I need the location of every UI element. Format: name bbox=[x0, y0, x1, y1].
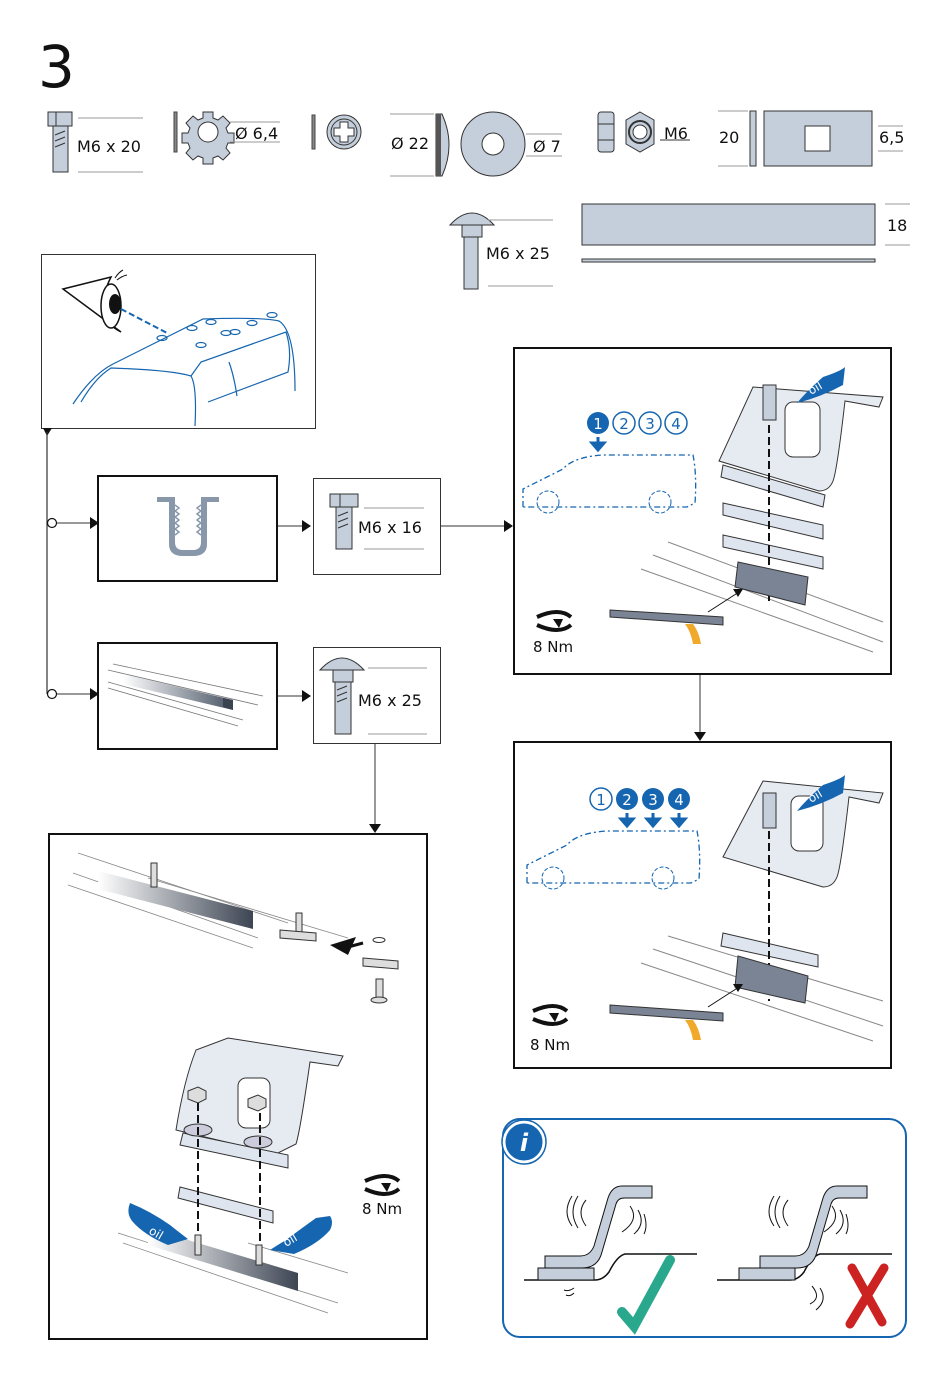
pos-3: 3 bbox=[645, 415, 655, 433]
torque-label-front: 8 Nm bbox=[533, 638, 573, 656]
torque-icon bbox=[533, 1006, 567, 1024]
pos-4: 4 bbox=[674, 791, 684, 809]
position-indicators: 1 2 3 4 bbox=[587, 412, 687, 450]
info-illustration: i bbox=[502, 1118, 907, 1338]
pos-1: 1 bbox=[593, 415, 603, 433]
rail-mount-illustration: oil oil bbox=[48, 833, 428, 1338]
pos-1: 1 bbox=[596, 791, 606, 809]
front-mount-illustration: 1 2 3 4 oil bbox=[513, 347, 891, 673]
bolt-m6x25-label: M6 x 25 bbox=[358, 691, 422, 710]
pos-4: 4 bbox=[671, 415, 681, 433]
torque-label-rail: 8 Nm bbox=[362, 1200, 402, 1218]
pos-2: 2 bbox=[622, 791, 632, 809]
roof-rail-icon bbox=[108, 660, 268, 730]
torque-icon bbox=[365, 1176, 399, 1194]
torque-label-rear: 8 Nm bbox=[530, 1036, 570, 1054]
pos-3: 3 bbox=[648, 791, 658, 809]
pos-2: 2 bbox=[619, 415, 629, 433]
torque-icon bbox=[537, 612, 571, 630]
bolt-m6x16-label: M6 x 16 bbox=[358, 518, 422, 537]
info-icon-glyph: i bbox=[520, 1129, 529, 1157]
threaded-insert-icon bbox=[157, 497, 219, 557]
rear-mounts-illustration: 1 2 3 4 oil bbox=[513, 741, 891, 1067]
